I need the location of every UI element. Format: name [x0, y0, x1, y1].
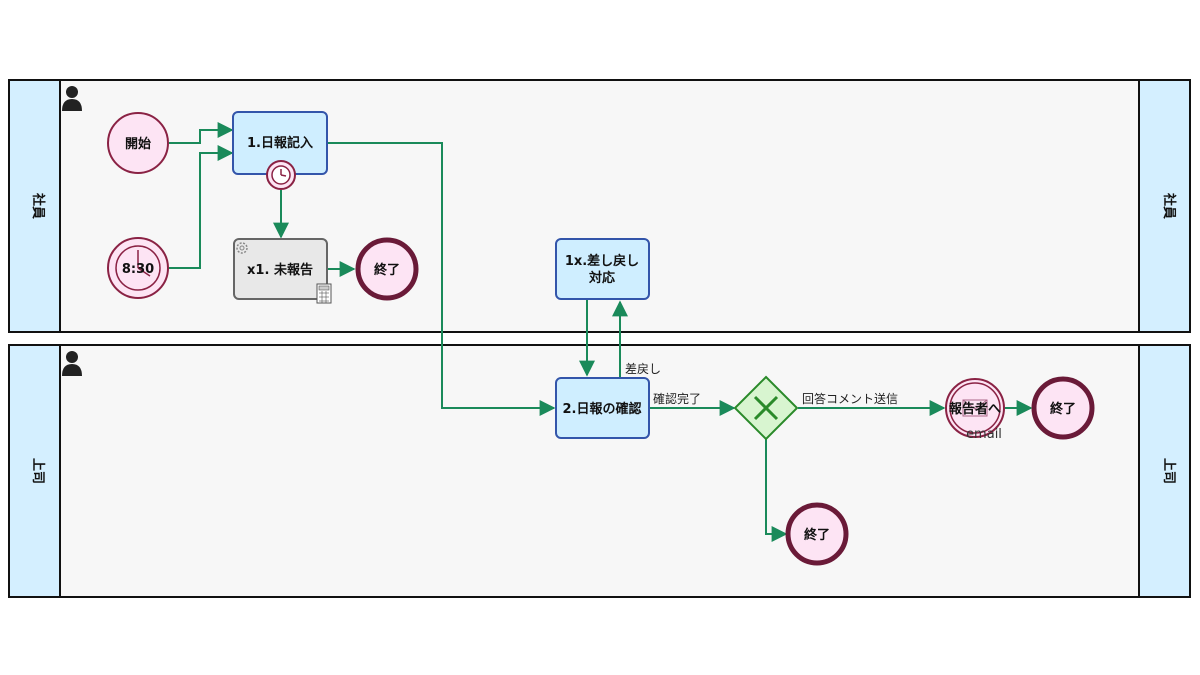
- end-event-email[interactable]: 終了: [1031, 376, 1095, 440]
- person-icon: [62, 351, 82, 376]
- task-return-label-2: 対応: [588, 270, 615, 286]
- lane-label-right: 社員: [1161, 192, 1177, 219]
- edge-gateway-to-end[interactable]: [765, 439, 788, 542]
- end-event-label: 終了: [374, 262, 400, 278]
- lane-header-left: [8, 344, 61, 598]
- email-event-sublabel: email: [966, 427, 1002, 442]
- task-unreported[interactable]: x1. 未報告: [233, 238, 332, 304]
- end-event-unreported[interactable]: 終了: [355, 237, 419, 301]
- envelope-icon: [962, 399, 988, 417]
- edge-label-return: 差戻し: [625, 362, 661, 376]
- task-return[interactable]: 1x.差し戻し 対応: [555, 238, 650, 300]
- edge-start-to-report[interactable]: [169, 122, 234, 144]
- lane-label-left: 上司: [30, 458, 45, 484]
- clock-icon: [115, 245, 161, 291]
- start-event-label: 開始: [125, 136, 151, 152]
- edge-label-reply: 回答コメント送信: [802, 391, 898, 406]
- start-event[interactable]: 開始: [107, 112, 169, 174]
- end-event-label: 終了: [1050, 401, 1076, 417]
- task-unreported-label: x1. 未報告: [247, 262, 313, 278]
- email-event[interactable]: 報告者へ email: [945, 378, 1005, 442]
- end-event-label: 終了: [804, 527, 830, 543]
- edge-label-confirm-done: 確認完了: [653, 391, 701, 406]
- person-icon: [62, 86, 82, 111]
- exclusive-gateway[interactable]: [733, 375, 799, 441]
- lane-label-left: 社員: [30, 192, 46, 219]
- lane-header-left: [8, 79, 61, 333]
- timer-start-event[interactable]: 8:30: [107, 237, 169, 299]
- lane-header-right: [1138, 79, 1191, 333]
- task-confirm[interactable]: 2.日報の確認: [555, 377, 650, 439]
- task-return-label-1: 1x.差し戻し: [565, 253, 639, 269]
- task-daily-report-label: 1.日報記入: [247, 135, 313, 151]
- lane-header-right: [1138, 344, 1191, 598]
- edge-report-to-confirm[interactable]: [327, 142, 556, 416]
- gear-icon: [236, 242, 248, 254]
- timer-start-label: 8:30: [122, 262, 154, 277]
- edges: [169, 122, 1033, 542]
- task-daily-report[interactable]: 1.日報記入: [232, 111, 328, 190]
- edge-timer-to-report[interactable]: [169, 145, 234, 269]
- calculator-icon: [316, 283, 332, 304]
- email-event-label: 報告者へ: [949, 401, 1001, 417]
- end-event-gateway[interactable]: 終了: [785, 502, 849, 566]
- timer-boundary-icon: [266, 160, 296, 190]
- task-confirm-label: 2.日報の確認: [563, 401, 642, 417]
- lane-label-right: 上司: [1161, 458, 1176, 484]
